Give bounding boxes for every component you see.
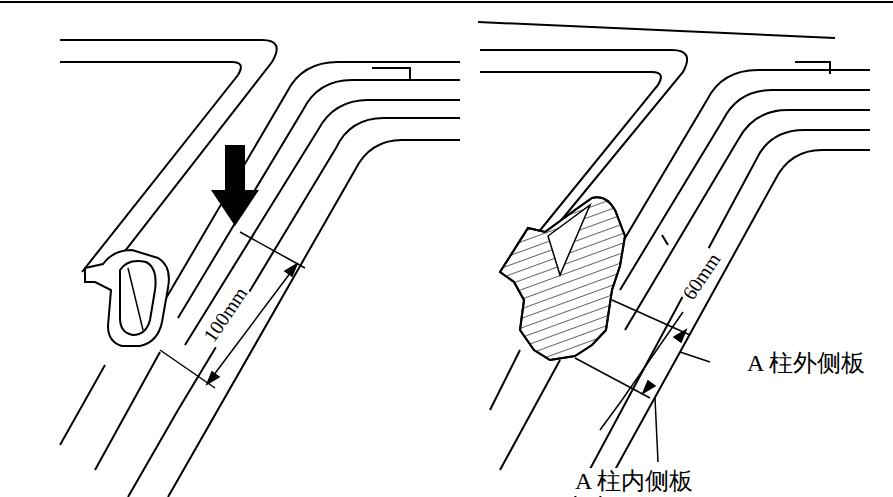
dimension-label: 60mm: [677, 247, 727, 306]
a-pillar-left: [60, 40, 460, 497]
part-label: A 柱内侧板: [573, 468, 695, 496]
cut-section: [500, 197, 625, 360]
part-label: A 柱外侧板: [745, 350, 867, 378]
dimension-label: 100mm: [198, 281, 253, 348]
dimension-60: [575, 300, 710, 462]
load-arrow: [211, 145, 259, 226]
dimension-100: [160, 232, 305, 388]
a-pillar-right: [478, 22, 870, 497]
